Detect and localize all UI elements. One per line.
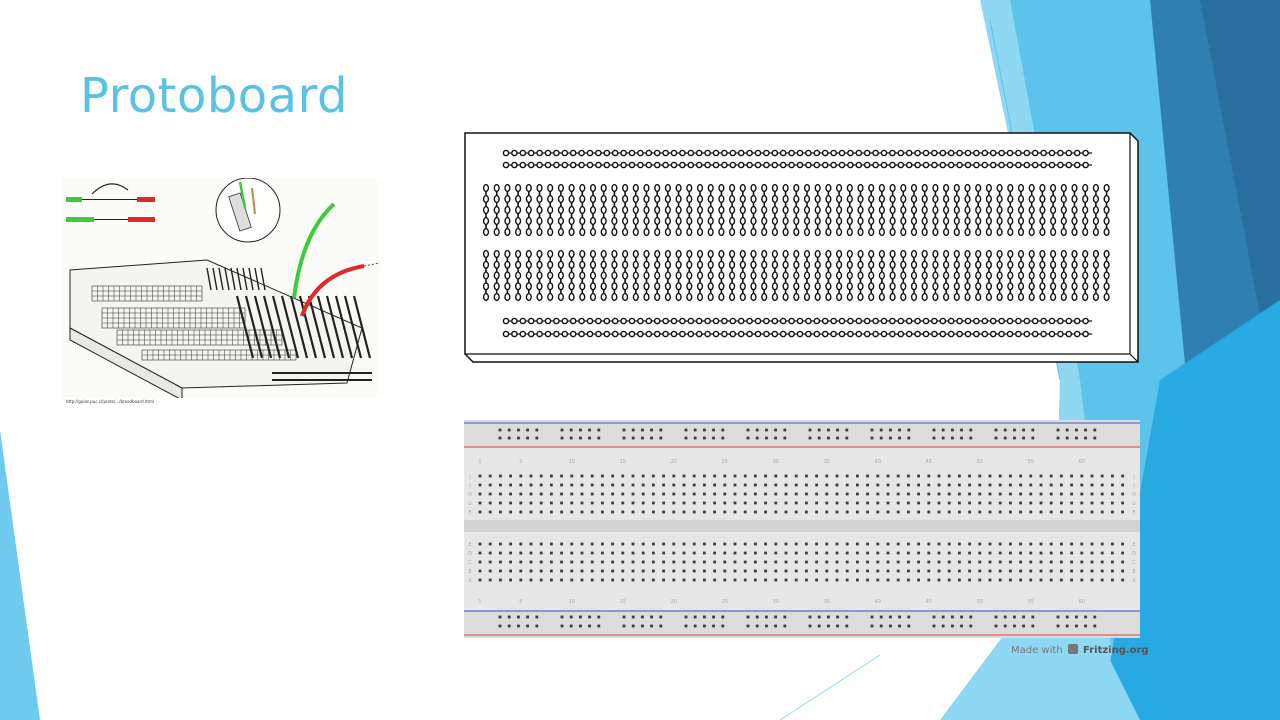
row-letter-label: C <box>468 560 472 566</box>
column-number-label: 55 <box>1028 599 1034 605</box>
row-letter-label: I <box>1133 483 1134 489</box>
row-letter-label: H <box>468 492 472 498</box>
row-letter-label: B <box>1132 569 1136 575</box>
bg-shape-left <box>0 430 40 720</box>
column-number-label: 30 <box>773 459 779 465</box>
bg-shape-bottom <box>940 560 1140 720</box>
fritzing-breadboard: 1155101015152020252530303535404045455050… <box>464 420 1140 638</box>
row-letter-label: C <box>1132 560 1136 566</box>
red-jumper-wire <box>300 264 365 317</box>
credit-prefix: Made with <box>1011 645 1063 656</box>
credit-brand: Fritzing.org <box>1083 645 1149 656</box>
column-number-label: 40 <box>875 599 881 605</box>
column-number-label: 15 <box>620 599 626 605</box>
image-caption: http://guias.puc.cl/proto/.../breadboard… <box>66 399 154 404</box>
schematic-power-rails <box>502 149 1092 338</box>
bg-line-bottom <box>779 654 881 720</box>
row-letter-label: F <box>1133 510 1136 516</box>
column-number-label: 35 <box>824 459 830 465</box>
column-number-label: 45 <box>926 459 932 465</box>
column-number-label: 5 <box>519 599 522 605</box>
schematic-terminal-strips-bottom <box>482 249 1110 302</box>
zoom-detail-circle <box>215 178 281 243</box>
column-number-label: 20 <box>671 599 677 605</box>
column-number-label: 15 <box>620 459 626 465</box>
row-letter-label: D <box>1132 551 1136 557</box>
column-number-label: 45 <box>926 599 932 605</box>
row-letter-label: E <box>1132 542 1135 548</box>
legend-wire-green <box>66 197 82 202</box>
column-number-label: 60 <box>1079 599 1085 605</box>
row-letter-label: A <box>468 578 472 584</box>
schematic-breadboard <box>464 132 1139 363</box>
column-number-label: 50 <box>977 599 983 605</box>
fritzing-credit: Made with Fritzing.org <box>1011 644 1149 656</box>
row-letter-label: D <box>468 551 472 557</box>
column-number-label: 35 <box>824 599 830 605</box>
column-number-label: 25 <box>722 599 728 605</box>
row-letter-label: G <box>1132 501 1136 507</box>
row-letter-label: B <box>468 569 472 575</box>
column-number-label: 1 <box>478 459 481 465</box>
swap-arrow-icon <box>91 183 129 195</box>
column-number-label: 25 <box>722 459 728 465</box>
column-number-label: 60 <box>1079 459 1085 465</box>
legend-wire-red <box>137 197 155 202</box>
row-letter-label: F <box>469 510 472 516</box>
column-number-label: 10 <box>569 599 575 605</box>
column-number-label: 50 <box>977 459 983 465</box>
row-letter-label: J <box>1132 474 1134 480</box>
green-jumper-wire <box>292 202 336 299</box>
row-letter-label: H <box>1132 492 1136 498</box>
column-number-label: 5 <box>519 459 522 465</box>
column-number-label: 30 <box>773 599 779 605</box>
row-letter-label: I <box>469 483 470 489</box>
column-number-label: 10 <box>569 459 575 465</box>
fritzing-holes <box>478 428 1124 628</box>
fritzing-logo-icon <box>1067 644 1078 654</box>
column-number-label: 40 <box>875 459 881 465</box>
column-number-label: 55 <box>1028 459 1034 465</box>
column-number-label: 1 <box>478 599 481 605</box>
breadboard-sketch <box>62 178 380 398</box>
bg-shape-bright <box>1100 300 1280 720</box>
row-letter-label: J <box>468 474 470 480</box>
schematic-terminal-strips-top <box>482 183 1110 237</box>
sketch-hole-pattern <box>91 267 372 381</box>
row-letter-label: E <box>468 542 471 548</box>
row-letter-label: A <box>1132 578 1136 584</box>
column-number-label: 20 <box>671 459 677 465</box>
row-letter-label: G <box>468 501 472 507</box>
slide-title: Protoboard <box>80 68 348 124</box>
fritzing-labels: 1155101015152020252530303535404045455050… <box>468 459 1136 605</box>
